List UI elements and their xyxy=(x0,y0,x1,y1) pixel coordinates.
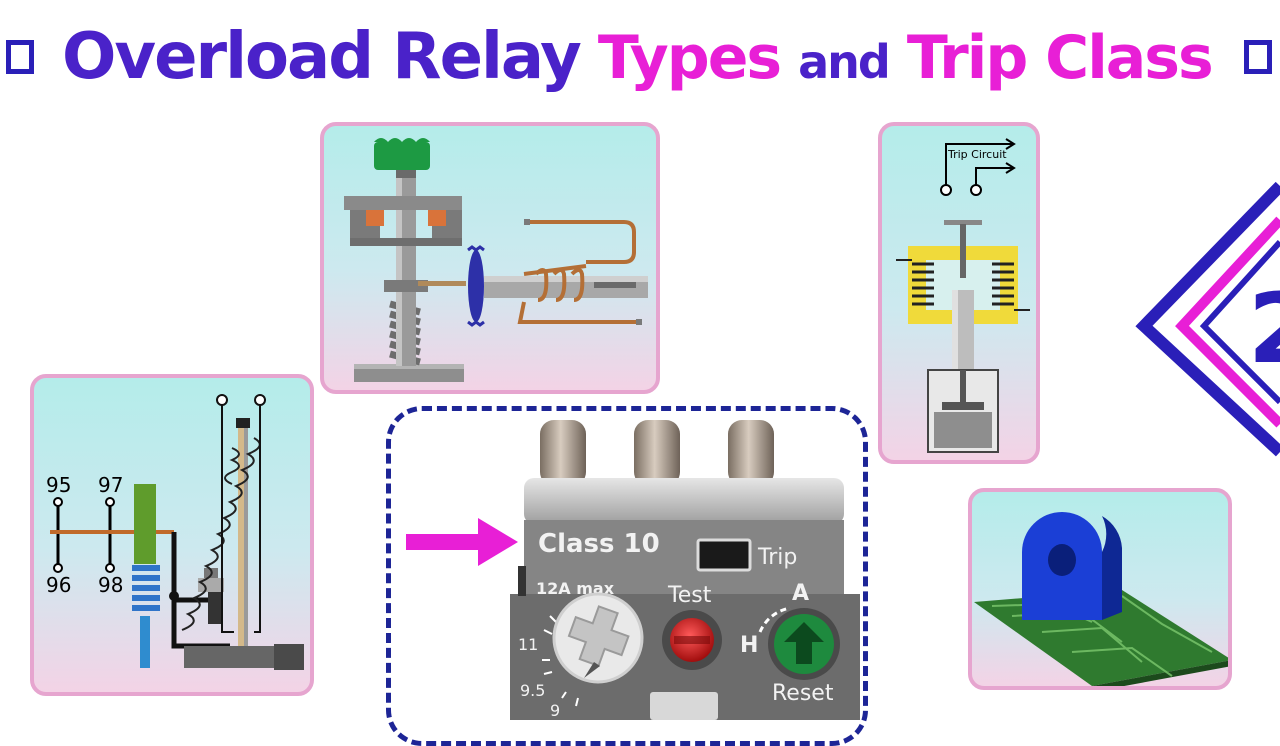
dashpot-panel: Trip Circuit xyxy=(878,122,1040,464)
title-part-trip-class: Trip Class xyxy=(906,23,1214,93)
arrow-right-icon xyxy=(406,518,518,566)
title-left-square-icon xyxy=(6,40,34,74)
trip-circuit-label: Trip Circuit xyxy=(947,148,1007,161)
current-adjust-dial[interactable] xyxy=(552,592,644,684)
dial-value-9: 9 xyxy=(550,701,560,720)
title-part-types: Types xyxy=(597,23,782,93)
current-transformer-panel xyxy=(968,488,1232,690)
class-label: Class 10 xyxy=(538,529,660,559)
chevron-badge-icon: 2 xyxy=(1135,181,1280,457)
current-transformer-pcb-icon xyxy=(974,512,1228,686)
reset-label: Reset xyxy=(772,681,834,706)
dashpot-diagram-icon: Trip Circuit xyxy=(896,138,1030,453)
terminal-98-label: 98 xyxy=(98,573,123,597)
mode-h-label: H xyxy=(740,633,758,658)
title-right-square-icon xyxy=(1244,40,1272,74)
title-part-overload-relay: Overload Relay xyxy=(62,20,582,94)
terminal-95-label: 95 xyxy=(46,473,71,497)
thermal-overload-panel: 95 97 96 98 xyxy=(30,374,314,696)
trip-indicator-window xyxy=(696,538,752,572)
dial-value-11: 11 xyxy=(518,635,538,654)
terminal-97-label: 97 xyxy=(98,473,123,497)
title-part-and: and xyxy=(798,35,891,89)
magnetic-overload-diagram-icon xyxy=(344,138,648,382)
magnetic-overload-panel xyxy=(320,122,660,394)
overload-relay-device: Class 10 Trip 12A max Test Reset H A 11 … xyxy=(510,420,860,720)
reset-button[interactable] xyxy=(768,608,840,680)
terminal-96-label: 96 xyxy=(46,573,71,597)
thermal-overload-diagram-icon: 95 97 96 98 xyxy=(46,394,304,670)
badge-number: 2 xyxy=(1248,273,1280,385)
test-label: Test xyxy=(667,583,712,608)
dial-value-9-5: 9.5 xyxy=(520,681,545,700)
trip-label: Trip xyxy=(757,545,797,570)
mode-a-label: A xyxy=(792,581,809,606)
